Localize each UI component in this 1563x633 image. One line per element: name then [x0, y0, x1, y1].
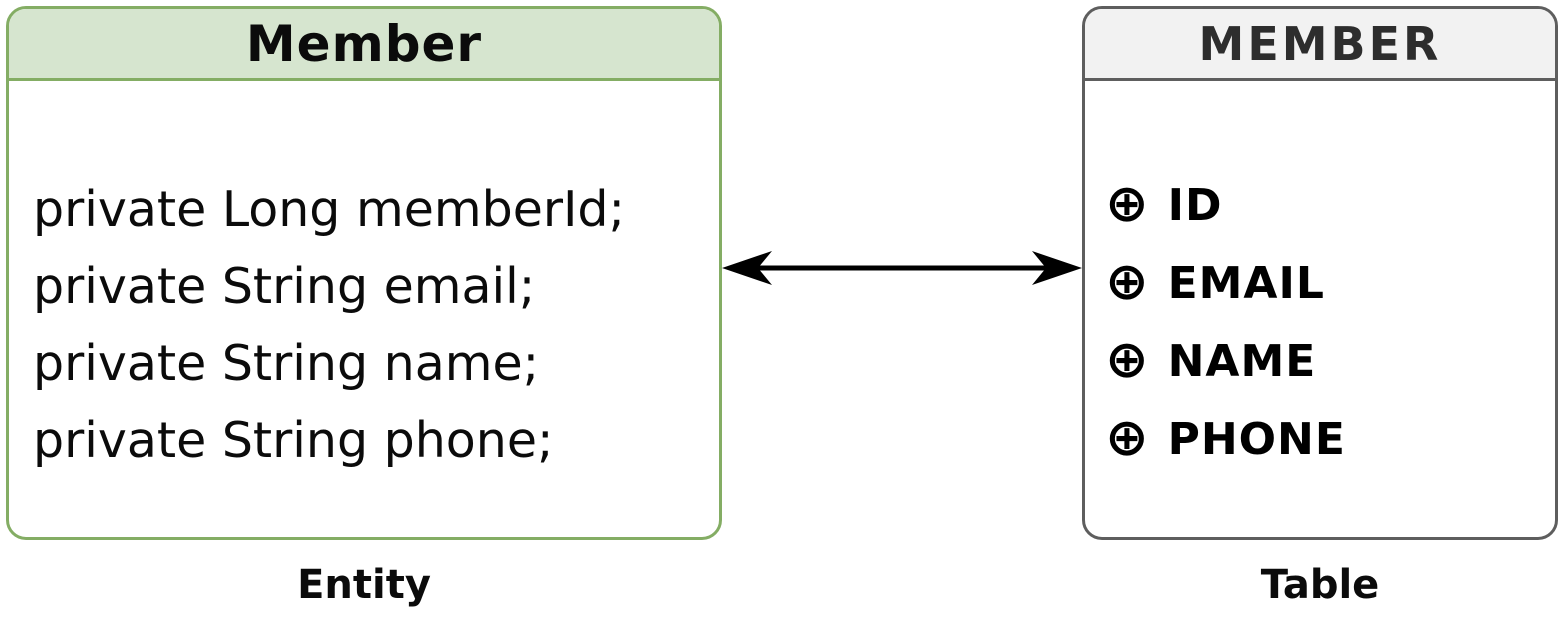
circled-plus-icon: ⊕ [1105, 174, 1150, 234]
entity-field: private String email; [33, 258, 536, 315]
column-name: EMAIL [1167, 258, 1325, 309]
circled-plus-icon: ⊕ [1105, 252, 1150, 312]
column-name: ID [1167, 180, 1223, 231]
entity-table-connector [720, 246, 1084, 290]
double-arrow-icon [722, 251, 1082, 285]
entity-node-header: Member [9, 9, 719, 81]
entity-field-list: private Long memberId; private String em… [9, 81, 719, 479]
table-title: MEMBER [1198, 16, 1442, 71]
entity-title: Member [245, 14, 483, 73]
table-column-row: ⊕ PHONE [1105, 401, 1549, 479]
table-column-row: ⊕ NAME [1105, 323, 1549, 401]
table-node-header: MEMBER [1085, 9, 1555, 81]
circled-plus-icon: ⊕ [1105, 330, 1150, 390]
entity-field: private String name; [33, 335, 540, 392]
entity-caption: Entity [297, 562, 431, 608]
column-name: PHONE [1167, 414, 1346, 465]
column-name: NAME [1167, 336, 1317, 387]
table-column-row: ⊕ EMAIL [1105, 245, 1549, 323]
table-column-row: ⊕ ID [1105, 167, 1549, 245]
table-column-list: ⊕ ID ⊕ EMAIL ⊕ NAME ⊕ PHONE [1085, 81, 1555, 479]
entity-field: private String phone; [33, 412, 554, 469]
entity-node: Member private Long memberId; private St… [6, 6, 722, 540]
table-caption: Table [1260, 562, 1380, 608]
table-node: MEMBER ⊕ ID ⊕ EMAIL ⊕ NAME ⊕ PHONE [1082, 6, 1558, 540]
entity-field: private Long memberId; [33, 181, 626, 238]
circled-plus-icon: ⊕ [1105, 408, 1150, 468]
